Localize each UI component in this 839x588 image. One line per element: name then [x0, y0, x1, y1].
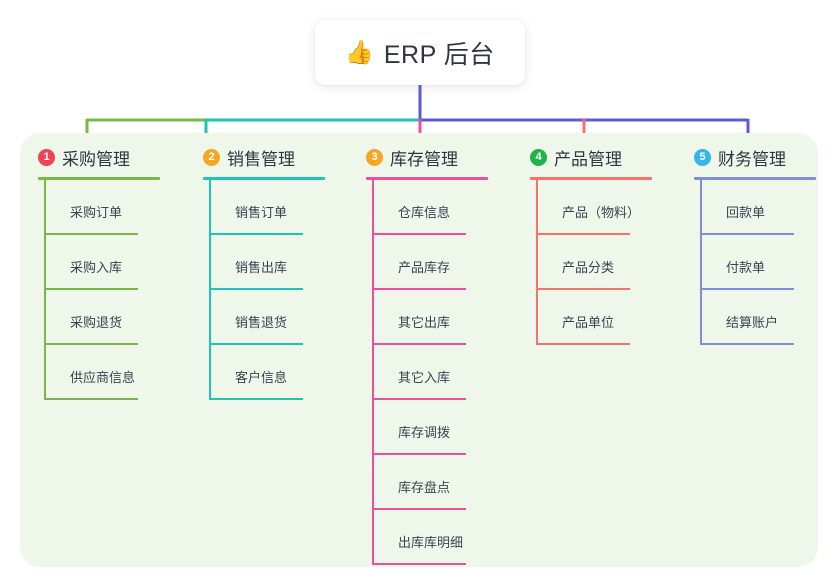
module-item-list-5: 回款单付款单结算账户 — [700, 180, 836, 345]
root-node[interactable]: 👍 ERP 后台 — [315, 20, 525, 85]
module-item[interactable]: 客户信息 — [209, 345, 345, 400]
module-item[interactable]: 供应商信息 — [44, 345, 180, 400]
module-item-rule — [209, 343, 303, 345]
module-item[interactable]: 产品单位 — [536, 290, 672, 345]
module-item-label: 库存盘点 — [398, 480, 451, 495]
module-item-rule — [209, 398, 303, 400]
module-item[interactable]: 库存盘点 — [372, 455, 508, 510]
module-title-5: 财务管理 — [718, 150, 786, 169]
module-header-5[interactable]: 5 财务管理 — [694, 145, 786, 170]
module-title-1: 采购管理 — [62, 150, 130, 169]
module-header-2[interactable]: 2 销售管理 — [203, 145, 295, 170]
module-badge-2: 2 — [203, 149, 220, 166]
module-item-label: 其它入库 — [398, 370, 451, 385]
module-item-rule — [372, 288, 466, 290]
module-item-rule — [209, 233, 303, 235]
module-item-rule — [372, 343, 466, 345]
module-item-label: 销售出库 — [235, 260, 288, 275]
module-item[interactable]: 采购订单 — [44, 180, 180, 235]
module-item-label: 出库库明细 — [398, 535, 464, 550]
module-badge-3: 3 — [366, 149, 383, 166]
module-item-label: 采购退货 — [70, 315, 123, 330]
module-item-rule — [700, 343, 794, 345]
module-spine-2 — [209, 180, 211, 400]
module-item-label: 产品（物料） — [562, 205, 641, 220]
module-header-3[interactable]: 3 库存管理 — [366, 145, 458, 170]
module-item-label: 销售退货 — [235, 315, 288, 330]
module-header-rule-1 — [38, 177, 160, 180]
module-item-rule — [209, 288, 303, 290]
module-item[interactable]: 回款单 — [700, 180, 836, 235]
module-item-list-4: 产品（物料） 产品分类产品单位 — [536, 180, 672, 345]
module-item[interactable]: 产品（物料） — [536, 180, 672, 235]
module-spine-4 — [536, 180, 538, 345]
module-header-1[interactable]: 1 采购管理 — [38, 145, 130, 170]
module-item[interactable]: 采购退货 — [44, 290, 180, 345]
module-item-label: 结算账户 — [726, 315, 779, 330]
module-item[interactable]: 采购入库 — [44, 235, 180, 290]
module-spine-3 — [372, 180, 374, 565]
module-item-label: 采购订单 — [70, 205, 123, 220]
module-item-label: 供应商信息 — [70, 370, 136, 385]
module-item[interactable]: 库存调拨 — [372, 400, 508, 455]
module-item-rule — [44, 398, 138, 400]
module-item[interactable]: 其它入库 — [372, 345, 508, 400]
module-item-label: 产品分类 — [562, 260, 615, 275]
module-item-rule — [44, 288, 138, 290]
module-item[interactable]: 销售出库 — [209, 235, 345, 290]
module-item-label: 产品库存 — [398, 260, 451, 275]
module-item-list-1: 采购订单采购入库采购退货供应商信息 — [44, 180, 180, 400]
module-item-label: 其它出库 — [398, 315, 451, 330]
module-header-rule-5 — [694, 177, 816, 180]
modules-panel: 1 采购管理采购订单采购入库采购退货供应商信息 2 销售管理销售订单销售出库销售退货客… — [20, 133, 818, 567]
module-item-label: 仓库信息 — [398, 205, 451, 220]
module-title-4: 产品管理 — [554, 150, 622, 169]
module-item[interactable]: 产品分类 — [536, 235, 672, 290]
module-item-rule — [536, 343, 630, 345]
module-item-rule — [372, 233, 466, 235]
module-item-label: 销售订单 — [235, 205, 288, 220]
module-item-rule — [372, 398, 466, 400]
module-item[interactable]: 其它出库 — [372, 290, 508, 345]
module-item-rule — [372, 453, 466, 455]
module-spine-5 — [700, 180, 702, 345]
module-header-rule-3 — [366, 177, 488, 180]
module-item-list-2: 销售订单销售出库销售退货客户信息 — [209, 180, 345, 400]
module-spine-1 — [44, 180, 46, 400]
module-item-rule — [372, 563, 466, 565]
module-item-rule — [700, 288, 794, 290]
module-header-rule-2 — [203, 177, 325, 180]
module-item-rule — [372, 508, 466, 510]
module-item-rule — [44, 343, 138, 345]
module-item[interactable]: 销售退货 — [209, 290, 345, 345]
module-item-label: 回款单 — [726, 205, 766, 220]
module-item[interactable]: 产品库存 — [372, 235, 508, 290]
module-item-label: 付款单 — [726, 260, 766, 275]
module-item[interactable]: 仓库信息 — [372, 180, 508, 235]
module-item-rule — [44, 233, 138, 235]
module-item-rule — [536, 288, 630, 290]
root-node-title: ERP 后台 — [383, 40, 495, 69]
module-badge-1: 1 — [38, 149, 55, 166]
module-item-label: 采购入库 — [70, 260, 123, 275]
module-header-rule-4 — [530, 177, 652, 180]
module-item[interactable]: 销售订单 — [209, 180, 345, 235]
module-item[interactable]: 付款单 — [700, 235, 836, 290]
module-item-label: 客户信息 — [235, 370, 288, 385]
module-item[interactable]: 出库库明细 — [372, 510, 508, 565]
module-header-4[interactable]: 4 产品管理 — [530, 145, 622, 170]
module-item-rule — [700, 233, 794, 235]
module-title-2: 销售管理 — [227, 150, 295, 169]
thumbs-up-icon: 👍 — [345, 39, 374, 65]
module-item-label: 库存调拨 — [398, 425, 451, 440]
module-badge-5: 5 — [694, 149, 711, 166]
module-item[interactable]: 结算账户 — [700, 290, 836, 345]
module-item-list-3: 仓库信息产品库存其它出库其它入库库存调拨库存盘点出库库明细 — [372, 180, 508, 565]
module-title-3: 库存管理 — [390, 150, 458, 169]
module-item-label: 产品单位 — [562, 315, 615, 330]
module-item-rule — [536, 233, 630, 235]
module-badge-4: 4 — [530, 149, 547, 166]
root-node-content: 👍 ERP 后台 — [345, 35, 495, 71]
